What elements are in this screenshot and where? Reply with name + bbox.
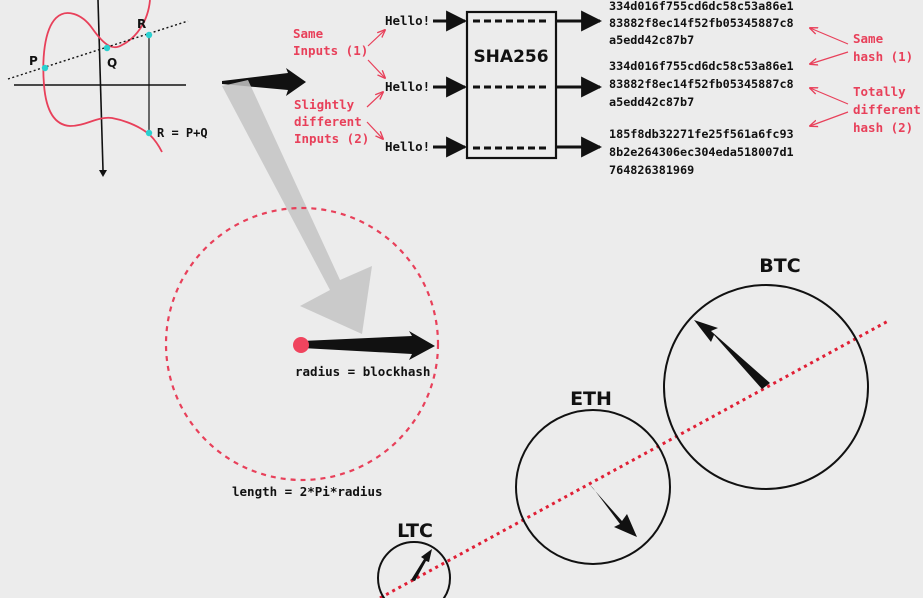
output-3-line-2: 8b2e264306ec304eda518007d1 xyxy=(609,145,794,159)
y-axis-arrow-icon xyxy=(99,170,107,177)
output-2-line-1: 334d016f755cd6dc58c53a86e1 xyxy=(609,59,794,73)
secant-line xyxy=(7,20,189,80)
label-p: P xyxy=(29,54,38,68)
note-diff-arrow-down xyxy=(366,121,383,139)
note-diff-arrow-up xyxy=(366,92,383,108)
point-r xyxy=(145,31,153,39)
output-1-line-1: 334d016f755cd6dc58c53a86e1 xyxy=(609,0,794,13)
clock-alignment-line xyxy=(379,318,891,598)
btc-clock-hand-icon xyxy=(694,320,770,389)
note-same-hash-arrow-up xyxy=(810,28,849,45)
sha256-label: SHA256 xyxy=(473,47,548,67)
radius-label: radius = blockhash xyxy=(295,364,430,379)
hash-section: Same Inputs (1) Slightly different Input… xyxy=(293,0,921,177)
note-same-inputs-line2: Inputs (1) xyxy=(293,43,368,58)
note-same-hash-arrow-down xyxy=(810,51,849,64)
curve-path xyxy=(42,0,163,153)
output-3-line-1: 185f8db32271fe25f561a6fc93 xyxy=(609,127,794,141)
blockhash-circle: radius = blockhash length = 2*Pi*radius xyxy=(164,206,440,499)
sha256-box xyxy=(465,10,558,160)
note-same-hash-line1: Same xyxy=(853,31,884,46)
output-1-line-2: 83882f8ec14f52fb05345887c8 xyxy=(609,16,794,30)
dashed-circle xyxy=(164,206,440,482)
ltc-clock-face xyxy=(377,541,451,598)
clocks-group: BTC ETH LTC xyxy=(377,255,891,598)
curve-to-hash-arrow-icon xyxy=(222,68,306,96)
eth-label: ETH xyxy=(570,388,612,410)
ltc-label: LTC xyxy=(397,520,433,542)
output-3-line-3: 764826381969 xyxy=(609,163,694,177)
note-diff-hash-line3: hash (2) xyxy=(853,120,913,135)
ltc-clock-hand-icon xyxy=(411,549,432,581)
note-diff-inputs-line2: different xyxy=(294,114,362,129)
note-diff-hash-line1: Totally xyxy=(853,84,906,99)
note-same-arrow-down xyxy=(367,59,385,78)
ghost-arrow-icon xyxy=(222,80,372,334)
center-dot xyxy=(293,337,309,353)
length-label: length = 2*Pi*radius xyxy=(232,484,383,499)
output-1-line-3: a5edd42c87b7 xyxy=(609,33,694,47)
label-r-sum: R = P+Q xyxy=(157,126,208,140)
input-3: Hello! xyxy=(385,139,430,154)
input-2: Hello! xyxy=(385,79,430,94)
output-2-line-3: a5edd42c87b7 xyxy=(609,95,694,109)
label-q: Q xyxy=(107,56,117,70)
note-diff-hash-arrow-down xyxy=(810,111,849,126)
note-diff-hash-line2: different xyxy=(853,102,921,117)
note-same-hash-line2: hash (1) xyxy=(853,49,913,64)
output-2-line-2: 83882f8ec14f52fb05345887c8 xyxy=(609,77,794,91)
note-diff-inputs-line1: Slightly xyxy=(294,97,355,112)
point-r-sum xyxy=(145,129,153,137)
note-same-inputs-line1: Same xyxy=(293,26,324,41)
label-r: R xyxy=(137,17,146,31)
eth-clock-hand-icon xyxy=(589,484,637,537)
radius-arrow-icon xyxy=(302,331,435,360)
note-same-arrow-up xyxy=(367,30,385,47)
point-q xyxy=(103,44,111,52)
btc-clock-face xyxy=(663,284,869,490)
point-p xyxy=(41,64,49,72)
note-diff-inputs-line3: Inputs (2) xyxy=(294,131,369,146)
elliptic-curve-diagram: P Q R R = P+Q xyxy=(7,0,208,177)
eth-clock-face xyxy=(515,409,671,565)
input-1: Hello! xyxy=(385,13,430,28)
btc-label: BTC xyxy=(759,255,800,277)
note-diff-hash-arrow-up xyxy=(810,88,849,105)
